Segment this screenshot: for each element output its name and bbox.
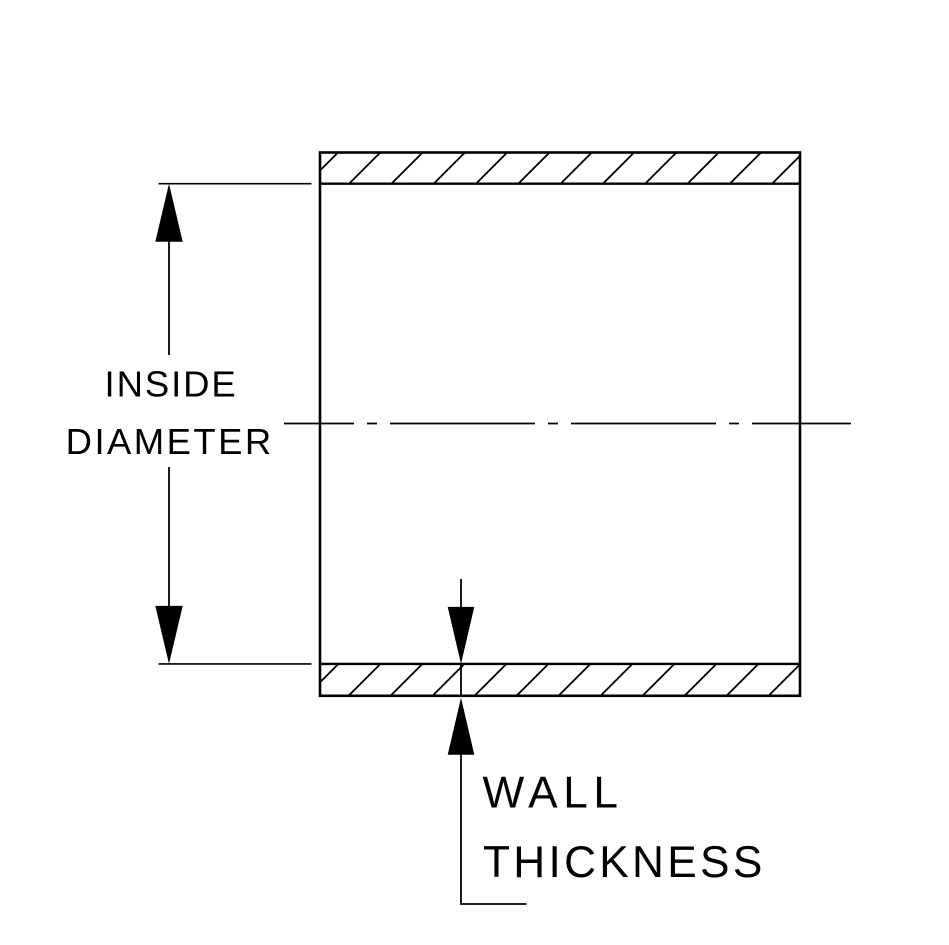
svg-text:DIAMETER: DIAMETER xyxy=(66,421,274,462)
svg-text:INSIDE: INSIDE xyxy=(105,364,238,405)
svg-text:THICKNESS: THICKNESS xyxy=(483,838,766,887)
svg-text:WALL: WALL xyxy=(483,769,624,818)
